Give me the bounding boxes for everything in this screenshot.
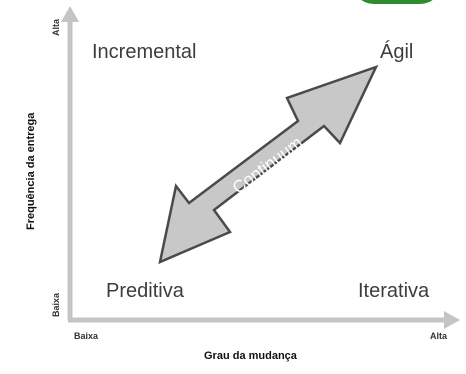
- y-axis-high-label: Alta: [51, 18, 61, 36]
- x-axis-title: Grau da mudança: [204, 350, 297, 362]
- quadrant-label-preditiva: Preditiva: [106, 280, 184, 302]
- x-axis-high-label: Alta: [430, 331, 448, 341]
- x-axis-low-label: Baixa: [74, 331, 99, 341]
- quadrant-label-incremental: Incremental: [92, 41, 197, 63]
- y-axis-arrowhead: [61, 6, 79, 22]
- quadrant-label-iterativa: Iterativa: [358, 280, 430, 302]
- x-axis-arrowhead: [444, 311, 460, 329]
- y-axis-title: Frequência da entrega: [25, 112, 37, 230]
- quadrant-label-agil: Ágil: [380, 41, 414, 63]
- y-axis-low-label: Baixa: [51, 292, 61, 317]
- continuum-double-arrow: [158, 64, 379, 265]
- green-corner-shape: [352, 0, 442, 4]
